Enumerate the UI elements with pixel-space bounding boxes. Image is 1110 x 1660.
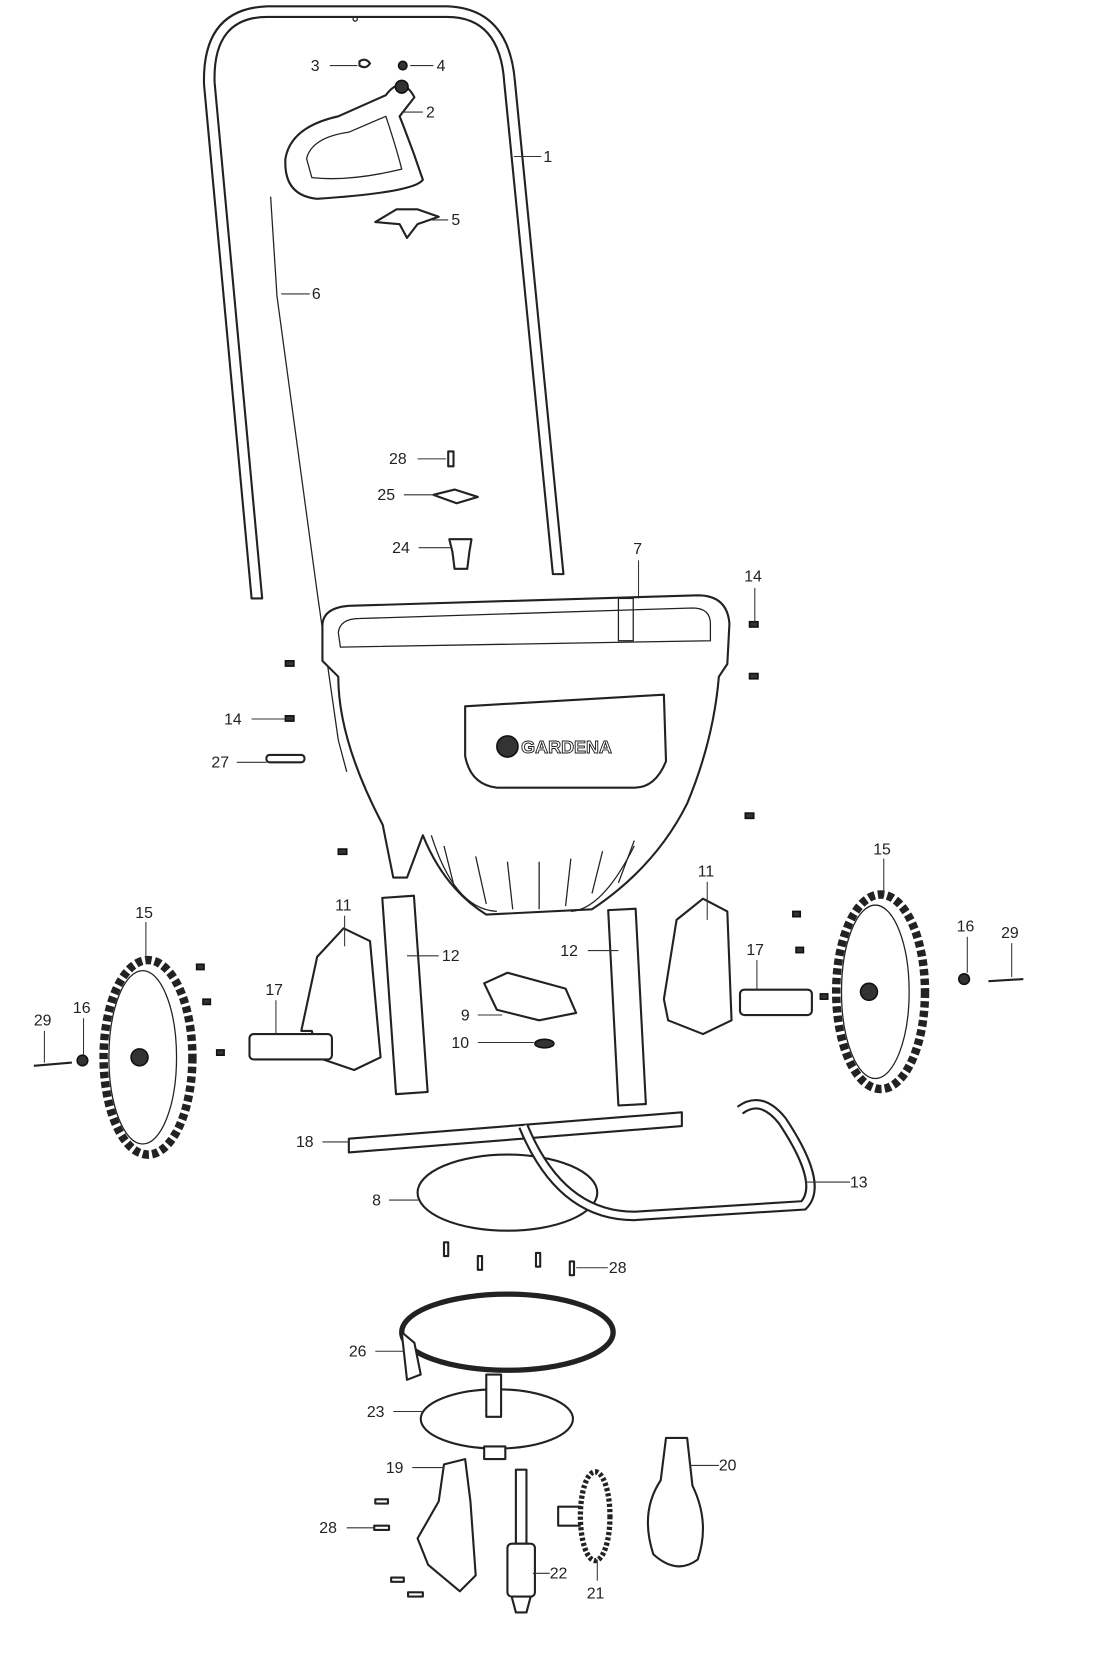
spinner-disc — [419, 1373, 575, 1461]
axle-left — [248, 1033, 333, 1061]
label-26: 26 — [349, 1344, 367, 1361]
control-cable — [269, 196, 348, 773]
leg-right — [607, 907, 647, 1107]
deflector-ring — [399, 1291, 616, 1381]
label-1: 1 — [543, 149, 552, 166]
label-17: 17 — [746, 942, 764, 959]
label-6: 6 — [312, 286, 321, 303]
lever-bracket — [374, 208, 440, 239]
part-labels: 3 4 2 1 5 6 28 25 24 7 14 14 27 15 11 15… — [34, 58, 1019, 1603]
label-12: 12 — [442, 948, 460, 965]
label-24: 24 — [392, 540, 410, 557]
label-15: 15 — [135, 905, 153, 922]
pin — [358, 58, 372, 69]
label-20: 20 — [719, 1458, 737, 1475]
shift-lever — [284, 79, 424, 200]
axle-right — [738, 988, 813, 1017]
label-22: 22 — [550, 1566, 568, 1583]
bolt-right — [988, 978, 1024, 983]
agitator — [432, 488, 479, 505]
bolt-left — [33, 1061, 72, 1067]
label-27: 27 — [211, 755, 229, 772]
gardena-logo: GARDENA — [521, 737, 612, 757]
label-12: 12 — [560, 943, 578, 960]
hub-cap-left — [76, 1054, 89, 1067]
label-11: 11 — [335, 897, 352, 914]
label-16: 16 — [957, 919, 975, 936]
label-11: 11 — [698, 864, 715, 881]
gardena-logo-icon — [496, 735, 519, 758]
label-29: 29 — [1001, 925, 1019, 942]
label-17: 17 — [265, 982, 283, 999]
label-2: 2 — [426, 104, 435, 121]
label-14: 14 — [744, 569, 762, 586]
label-8: 8 — [372, 1192, 381, 1209]
label-28: 28 — [389, 451, 407, 468]
label-13: 13 — [850, 1174, 868, 1191]
bracket-right — [662, 897, 733, 1036]
label-29: 29 — [34, 1013, 52, 1030]
label-9: 9 — [461, 1007, 470, 1024]
wheel-right — [831, 890, 930, 1094]
drive-shaft — [506, 1468, 536, 1614]
label-28: 28 — [609, 1260, 627, 1277]
label-3: 3 — [311, 58, 320, 75]
wheel-left — [99, 955, 197, 1159]
label-5: 5 — [451, 212, 460, 229]
label-7: 7 — [633, 541, 642, 558]
handle-frame — [202, 5, 565, 600]
label-23: 23 — [367, 1404, 385, 1421]
label-21: 21 — [587, 1586, 605, 1603]
label-14: 14 — [224, 711, 242, 728]
leader-lines — [43, 65, 1013, 1581]
washer — [397, 60, 408, 71]
gear-housing — [416, 1458, 477, 1593]
screws — [195, 620, 829, 1057]
label-18: 18 — [296, 1134, 314, 1151]
leg-left — [381, 894, 429, 1096]
clamp — [646, 1436, 704, 1568]
hub-cap-right — [958, 973, 971, 986]
label-28: 28 — [319, 1520, 337, 1537]
label-4: 4 — [437, 58, 446, 75]
axle-pin — [265, 753, 306, 764]
spring — [534, 1038, 555, 1049]
screw-28 — [447, 450, 455, 468]
gear — [557, 1469, 613, 1564]
label-16: 16 — [73, 1000, 91, 1017]
label-10: 10 — [451, 1035, 469, 1052]
cross-bar — [347, 1111, 683, 1154]
label-25: 25 — [377, 487, 395, 504]
label-15: 15 — [873, 841, 891, 858]
bushing — [448, 538, 473, 570]
shutter-plate — [483, 971, 578, 1022]
hopper: GARDENA — [321, 594, 731, 916]
label-19: 19 — [386, 1460, 404, 1477]
